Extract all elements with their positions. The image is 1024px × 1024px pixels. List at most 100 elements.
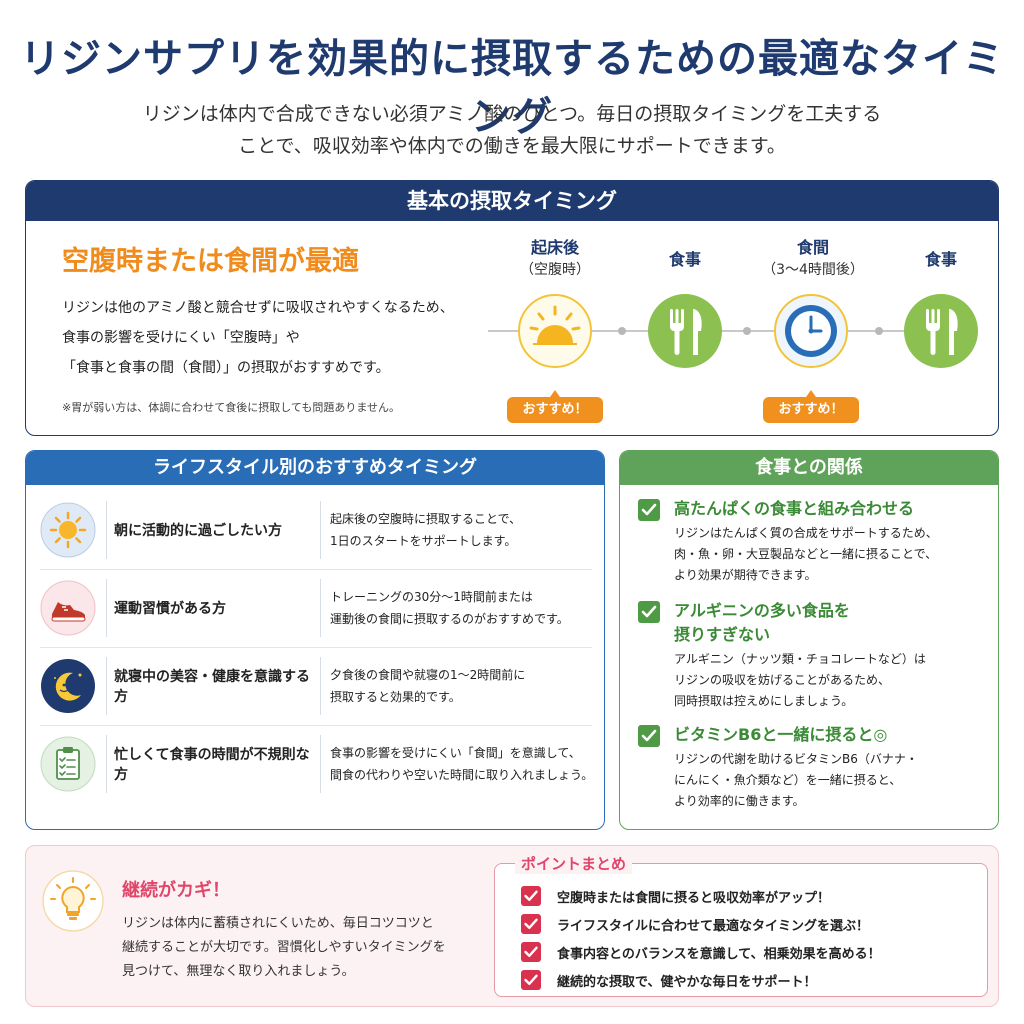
row-divider: [106, 501, 107, 559]
list-item: ライフスタイルに合わせて最適なタイミングを選ぶ！: [521, 914, 981, 936]
food-item-title: アルギニンの多い食品を 摂りすぎない: [674, 599, 984, 647]
description-line: より効果が期待できます。: [674, 568, 817, 582]
row-divider: [320, 579, 321, 637]
fork-knife-icon: [647, 293, 723, 369]
timeline-label-between-meals: 食間 （3〜4時間後）: [748, 237, 878, 281]
lifestyle-description: 夕食後の食間や就寝の1〜2時間前に 摂取すると効果的です。: [330, 647, 600, 725]
timeline-dot: [875, 327, 883, 335]
timeline-label-meal: 食事: [876, 249, 998, 271]
basic-timing-description: リジンは他のアミノ酸と競合せずに吸収されやすくなるため、 食事の影響を受けにくい…: [62, 293, 502, 383]
description-line: 夕食後の食間や就寝の1〜2時間前に: [330, 668, 526, 682]
basic-timing-heading: 空腹時または食間が最適: [62, 246, 359, 277]
continuation-panel: 継続がカギ！ リジンは体内に蓄積されにくいため、毎日コツコツと 継続することが大…: [25, 845, 999, 1007]
lifestyle-title: 忙しくて食事の時間が不規則な方: [114, 747, 310, 783]
timeline-label-sub: （3〜4時間後）: [762, 262, 864, 278]
food-item-description: リジンはたんぱく質の合成をサポートするため、 肉・魚・卵・大豆製品などと一緒に摂…: [674, 523, 984, 586]
lifestyle-title: 就寝中の美容・健康を意識する方: [114, 669, 310, 705]
title-line: アルギニンの多い食品を: [674, 601, 850, 620]
lifestyle-header: ライフスタイル別のおすすめタイミング: [26, 451, 604, 485]
check-icon: [638, 499, 660, 521]
check-icon: [521, 914, 541, 934]
list-item: 忙しくて食事の時間が不規則な方 食事の影響を受けにくい「食間」を意識して、 間食…: [26, 725, 604, 803]
timeline-label-wakeup: 起床後 （空腹時）: [490, 237, 620, 281]
row-divider: [320, 735, 321, 793]
description-line: 起床後の空腹時に摂取することで、: [330, 512, 522, 526]
clipboard-icon: [40, 736, 96, 792]
intro-line: リジンは体内で合成できない必須アミノ酸のひとつ。毎日の摂取タイミングを工夫する: [142, 103, 882, 125]
food-item-title: ビタミンB6と一緒に摂ると◎: [674, 725, 888, 744]
description-line: 1日のスタートをサポートします。: [330, 534, 517, 548]
description-line: トレーニングの30分〜1時間前または: [330, 590, 533, 604]
list-item: 運動習慣がある方 トレーニングの30分〜1時間前または 運動後の食間に摂取するの…: [26, 569, 604, 647]
food-item-description: リジンの代謝を助けるビタミンB6（バナナ・ にんにく・魚介類など）を一緒に摂ると…: [674, 749, 984, 812]
description-line: 継続することが大切です。習慣化しやすいタイミングを: [122, 940, 446, 955]
row-separator: [40, 569, 592, 570]
description-line: にんにく・魚介類など）を一緒に摂ると、: [674, 773, 902, 787]
basic-timing-panel: 基本の摂取タイミング 空腹時または食間が最適 リジンは他のアミノ酸と競合せずに吸…: [25, 180, 999, 436]
description-line: 肉・魚・卵・大豆製品などと一緒に摂ることで、: [674, 547, 938, 561]
sneaker-icon: [40, 580, 96, 636]
basic-timing-note: ※胃が弱い方は、体調に合わせて食後に摂取しても問題ありません。: [62, 401, 401, 414]
lifestyle-description: 食事の影響を受けにくい「食間」を意識して、 間食の代わりや空いた時間に取り入れま…: [330, 725, 600, 803]
description-line: 「食事と食事の間（食間）」の摂取がおすすめです。: [62, 360, 390, 376]
row-separator: [40, 725, 592, 726]
description-line: リジンは他のアミノ酸と競合せずに吸収されやすくなるため、: [62, 300, 454, 316]
timeline-dot: [618, 327, 626, 335]
row-divider: [106, 735, 107, 793]
description-line: アルギニン（ナッツ類・チョコレートなど）は: [674, 652, 926, 666]
row-separator: [40, 647, 592, 648]
list-item: 空腹時または食間に摂ると吸収効率がアップ！: [521, 886, 981, 908]
moon-icon: [40, 658, 96, 714]
row-divider: [320, 501, 321, 559]
continuation-title: 継続がカギ！: [122, 880, 230, 901]
description-line: 同時摂取は控えめにしましょう。: [674, 694, 854, 708]
list-item: 朝に活動的に過ごしたい方 起床後の空腹時に摂取することで、 1日のスタートをサポ…: [26, 491, 604, 569]
continuation-description: リジンは体内に蓄積されにくいため、毎日コツコツと 継続することが大切です。習慣化…: [122, 912, 492, 984]
list-item: 就寝中の美容・健康を意識する方 夕食後の食間や就寝の1〜2時間前に 摂取すると効…: [26, 647, 604, 725]
point-text: 継続的な摂取で、健やかな毎日をサポート！: [557, 975, 817, 990]
lifestyle-description: トレーニングの30分〜1時間前または 運動後の食間に摂取するのがおすすめです。: [330, 569, 600, 647]
timeline-dot: [743, 327, 751, 335]
page-title: リジンサプリを効果的に摂取するための最適なタイミング: [20, 35, 1004, 140]
title-line: 摂りすぎない: [674, 625, 771, 644]
sun-icon: [40, 502, 96, 558]
lifestyle-panel: ライフスタイル別のおすすめタイミング 朝に活動的に過ごしたい方 起床後の空腹時に…: [25, 450, 605, 830]
list-item: アルギニンの多い食品を 摂りすぎない アルギニン（ナッツ類・チョコレートなど）は…: [638, 599, 988, 709]
timeline-label-text: 食事: [924, 250, 957, 269]
points-summary-label: ポイントまとめ: [515, 853, 633, 874]
description-line: より効率的に働きます。: [674, 794, 805, 808]
food-item-description: アルギニン（ナッツ類・チョコレートなど）は リジンの吸収を妨げることがあるため、…: [674, 649, 984, 712]
point-text: 空腹時または食間に摂ると吸収効率がアップ！: [557, 891, 831, 906]
row-divider: [106, 657, 107, 715]
timeline-label-text: 食事: [668, 250, 701, 269]
point-text: ライフスタイルに合わせて最適なタイミングを選ぶ！: [557, 919, 870, 934]
clock-icon: [773, 293, 849, 369]
check-icon: [521, 970, 541, 990]
list-item: ビタミンB6と一緒に摂ると◎ リジンの代謝を助けるビタミンB6（バナナ・ にんに…: [638, 723, 988, 818]
sun-icon: [517, 293, 593, 369]
description-line: リジンは体内に蓄積されにくいため、毎日コツコツと: [122, 916, 434, 931]
food-relation-panel: 食事との関係 高たんぱくの食事と組み合わせる リジンはたんぱく質の合成をサポート…: [619, 450, 999, 830]
description-line: 摂取すると効果的です。: [330, 690, 461, 704]
list-item: 継続的な摂取で、健やかな毎日をサポート！: [521, 970, 981, 992]
timeline-label-text: 食間: [796, 238, 829, 257]
row-divider: [320, 657, 321, 715]
description-line: リジンの吸収を妨げることがあるため、: [674, 673, 891, 687]
basic-timing-header: 基本の摂取タイミング: [26, 181, 998, 221]
point-text: 食事内容とのバランスを意識して、相乗効果を高める！: [557, 947, 881, 962]
lifestyle-title: 朝に活動的に過ごしたい方: [114, 523, 282, 539]
points-summary-box: ポイントまとめ 空腹時または食間に摂ると吸収効率がアップ！ ライフスタイルに合わ…: [494, 853, 988, 997]
row-divider: [106, 579, 107, 637]
fork-knife-icon: [903, 293, 979, 369]
lifestyle-description: 起床後の空腹時に摂取することで、 1日のスタートをサポートします。: [330, 491, 600, 569]
check-icon: [521, 942, 541, 962]
description-line: 食事の影響を受けにくい「食間」を意識して、: [330, 746, 581, 760]
timeline-label-meal: 食事: [620, 249, 750, 271]
intro-text: リジンは体内で合成できない必須アミノ酸のひとつ。毎日の摂取タイミングを工夫する …: [60, 98, 964, 162]
list-item: 高たんぱくの食事と組み合わせる リジンはたんぱく質の合成をサポートするため、 肉…: [638, 497, 988, 587]
lifestyle-title: 運動習慣がある方: [114, 601, 226, 617]
check-icon: [638, 601, 660, 623]
description-line: 運動後の食間に摂取するのがおすすめです。: [330, 612, 569, 626]
description-line: 間食の代わりや空いた時間に取り入れましょう。: [330, 768, 594, 782]
recommend-badge: おすすめ！: [763, 390, 859, 423]
